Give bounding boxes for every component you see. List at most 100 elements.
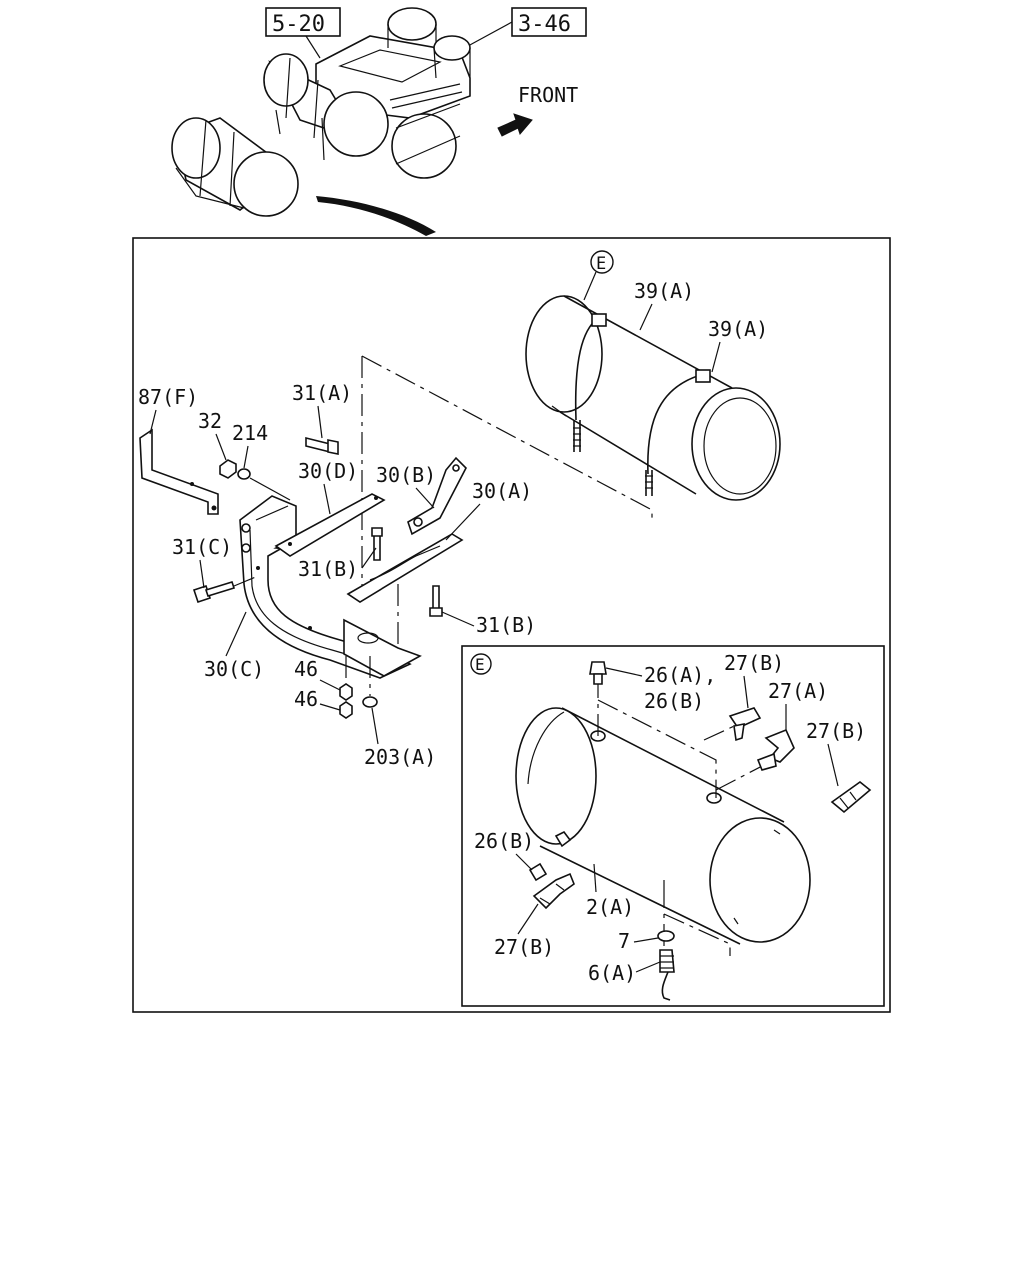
bracket-30c-edges [249,505,381,665]
inset-phantom-26a [597,676,717,798]
callout-46-2: 46 [294,687,318,711]
stay-87f [139,428,219,515]
plug-26b-side [528,862,548,882]
bolt-31a-head [327,439,339,455]
callout-39a-2-leader [711,341,721,373]
drain-cock-6a-lever [661,971,671,1001]
bracket-30b-bolt [413,517,423,527]
strapped-tank-rear-end [525,295,603,413]
nut-32 [219,459,237,479]
ref-label-5-20[interactable]: 5-20 [272,12,325,37]
bolt-31a-shank [305,436,331,454]
overview-box-ribs [389,83,463,109]
callout-6a: 6(A) [588,961,636,985]
plug-26a-thread [593,673,603,685]
front-arrow-icon [497,113,533,137]
callout-26b-1: 26(B) [644,689,704,713]
overview-tank-4-near-end [233,151,299,217]
overview-top-drum [387,7,437,41]
callout-31c: 31(C) [172,535,232,559]
callout-27a: 27(A) [768,679,828,703]
detail-marker-e-inset[interactable]: E [470,653,492,675]
ref-box-3-46[interactable] [511,7,587,37]
ref-leader-5-20 [305,35,321,59]
callout-31c-leader [199,559,205,589]
bolt-31c-axis [233,575,259,587]
callout-214: 214 [232,421,268,445]
detail-sweep-arrow-icon [316,196,436,236]
callout-30a-leader [445,503,481,541]
detail-marker-e-top[interactable]: E [590,250,614,274]
cradle-30a-plate [346,533,464,603]
strap-2 [647,373,705,475]
callout-87f: 87(F) [138,385,198,409]
fitting-27b-left-hex [539,883,565,905]
front-label: FRONT [518,83,578,107]
ref-label-3-46[interactable]: 3-46 [518,12,571,37]
overview-tank-4-far-end [171,117,221,179]
cradle-30d-hole [288,542,292,546]
overview-assembly: 5-20 3-46 FRONT [171,7,587,236]
fitting-27b-top-stem [733,722,745,742]
detail-marker-e-inset-label: E [475,655,485,674]
bracket-30c-hole-2 [308,626,312,630]
callout-7-leader [633,937,659,943]
callout-26a: 26(A), [644,663,716,687]
ref-leader-3-46 [467,21,513,47]
bracket-30b [407,456,467,536]
plug-26a [589,661,607,675]
overview-small-drum [433,35,471,61]
overview-box-top-panel [338,49,442,83]
callout-30d: 30(D) [298,459,358,483]
strapped-tank-front-rim [703,397,777,495]
base-plate-hole [357,632,379,644]
callout-30d-leader [323,483,331,515]
strapped-tank [525,295,781,501]
callout-31b-2-leader [441,611,475,627]
inset-tank-front-marks [733,829,781,925]
strap-1-threaded-end [573,420,581,452]
callout-214-leader [243,445,249,469]
detail-marker-leader [583,271,597,301]
washer-7 [657,930,675,942]
callout-27b-3-leader [517,903,539,935]
callout-27b-2-leader [827,743,839,787]
cradle-30a-curve [369,545,441,581]
strap-1-clip [551,405,567,417]
callout-30a: 30(A) [472,479,532,503]
strap-2-threaded-end [645,470,653,496]
callout-46-1-leader [319,679,341,691]
bracket-30c-nut-2 [241,543,251,553]
bracket-30c-nut-1 [241,523,251,533]
bolt-31b-2 [429,585,443,617]
fitting-27b-top [728,707,762,730]
callout-203a: 203(A) [364,745,436,769]
overview-straps-a [285,57,319,139]
strapped-tank-front-end [691,387,781,501]
detail-frame [132,237,891,1013]
overview-tank-3-end [391,113,457,179]
bracket-assembly [139,428,467,719]
elbow-27a-stem [756,752,777,771]
callout-46-2-leader [319,703,341,711]
bracket-30b-hole [452,464,460,472]
bolt-31c-shank [204,581,236,597]
callout-30b: 30(B) [376,463,436,487]
callout-32: 32 [198,409,222,433]
inset-frame-e [461,645,885,1007]
ref-box-5-20[interactable] [265,7,341,37]
callout-203a-leader [371,707,379,745]
inset-tank-body-lines [539,707,785,945]
callout-39a-2: 39(A) [708,317,768,341]
inset-tank-front-end [709,817,811,943]
callout-31b-1-leader [361,547,377,569]
nut-46-1 [339,683,353,701]
callout-31a: 31(A) [292,381,352,405]
callout-27b-3: 27(B) [494,935,554,959]
overview-tank-1-end [263,53,309,107]
overview-tank-2-end [323,91,389,157]
callout-31b-1: 31(B) [298,557,358,581]
overview-bracket-b [175,167,245,209]
callout-30c: 30(C) [204,657,264,681]
